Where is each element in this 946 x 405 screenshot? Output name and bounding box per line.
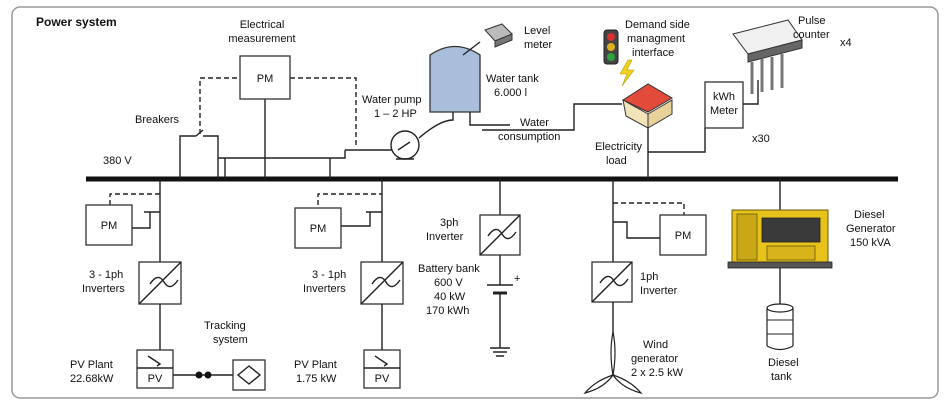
inverters-pv1-label-2: Inverters (82, 283, 125, 295)
diagram-title: Power system (36, 15, 117, 29)
pv-panel-2 (363, 349, 401, 389)
load-label-1: Electricity (595, 141, 643, 153)
pv-junction-2 (204, 371, 212, 379)
pulse-counter-icon (732, 19, 803, 94)
traffic-light-icon (603, 29, 619, 65)
demand-label-1: Demand side (625, 19, 690, 31)
pv2-label-1: PV Plant (294, 359, 337, 371)
breakers-label: Breakers (135, 114, 180, 126)
inverters-pv2-label-1: 3 - 1ph (312, 269, 346, 281)
pv2-label-2: 1.75 kW (296, 373, 337, 385)
consumption-label-2: consumption (498, 131, 560, 143)
pv-panel-1 (136, 349, 174, 389)
tank-label-1: Water tank (486, 73, 539, 85)
water-tank (429, 45, 481, 113)
pm-box-pv2 (294, 207, 342, 249)
house-icon (621, 83, 673, 129)
inverters-pv1-label-1: 3 - 1ph (89, 269, 123, 281)
wind-label-1: Wind (643, 339, 668, 351)
pv1-label-1: PV Plant (70, 359, 113, 371)
generator-label-1: Diesel (854, 209, 885, 221)
diesel-generator-icon (727, 209, 833, 269)
inverter-3ph-label-2: Inverter (426, 231, 464, 243)
level-meter-label-1: Level (524, 25, 550, 37)
pm-label-pv1: PM (101, 220, 118, 232)
wind-label-2: generator (631, 353, 678, 365)
battery-label-4: 170 kWh (426, 305, 469, 317)
pm-box-pv1 (85, 204, 133, 246)
pm-label: PM (257, 73, 274, 85)
battery-label-1: Battery bank (418, 263, 480, 275)
battery-label-3: 40 kW (434, 291, 466, 303)
demand-label-3: interface (632, 47, 674, 59)
pump-label-1: Water pump (362, 94, 422, 106)
pm-label-wind: PM (675, 230, 692, 242)
diesel-tank-label-2: tank (771, 371, 792, 383)
kwh-meter (704, 81, 744, 129)
diesel-tank-label-1: Diesel (768, 357, 799, 369)
inverter-3ph-label-1: 3ph (440, 217, 458, 229)
battery-label-2: 600 V (434, 277, 463, 289)
measurement-label-1: Electrical (240, 19, 285, 31)
inverter-1ph-label-2: Inverter (640, 285, 678, 297)
bus-voltage-label: 380 V (103, 155, 132, 167)
level-meter-icon (484, 23, 513, 48)
pulse-label-1: Pulse (798, 15, 826, 27)
kwh-count-label: x30 (752, 133, 770, 145)
pv1-label-2: 22.68kW (70, 373, 114, 385)
tank-label-2: 6.000 l (494, 87, 527, 99)
tracking-label-1: Tracking (204, 320, 246, 332)
measurement-label-2: measurement (228, 33, 295, 45)
pm-box-measurement (239, 55, 291, 100)
pump-label-2: 1 – 2 HP (374, 108, 417, 120)
wind-label-3: 2 x 2.5 kW (631, 367, 684, 379)
demand-label-2: managment (627, 33, 685, 45)
pm-label-pv2: PM (310, 223, 327, 235)
pulse-label-3: x4 (840, 37, 852, 49)
pv-label-1: PV (148, 373, 163, 385)
lightning-icon (619, 59, 635, 87)
pv-junction-1 (195, 371, 203, 379)
diesel-tank-icon (766, 303, 794, 351)
load-label-2: load (606, 155, 627, 167)
kwh-label-2: Meter (710, 105, 738, 117)
inverters-pv2-label-2: Inverters (303, 283, 346, 295)
pv-label-2: PV (375, 373, 390, 385)
level-meter-label-2: meter (524, 39, 552, 51)
kwh-label-1: kWh (713, 91, 735, 103)
tracking-label-2: system (213, 334, 248, 346)
generator-label-2: Generator (846, 223, 896, 235)
battery-plus-label: + (514, 273, 520, 285)
consumption-label-1: Water (520, 117, 549, 129)
pulse-label-2: counter (793, 29, 830, 41)
wind-turbine-icon (583, 331, 643, 395)
inverter-1ph-label-1: 1ph (640, 271, 658, 283)
pm-box-wind (659, 214, 707, 256)
generator-label-3: 150 kVA (850, 237, 891, 249)
